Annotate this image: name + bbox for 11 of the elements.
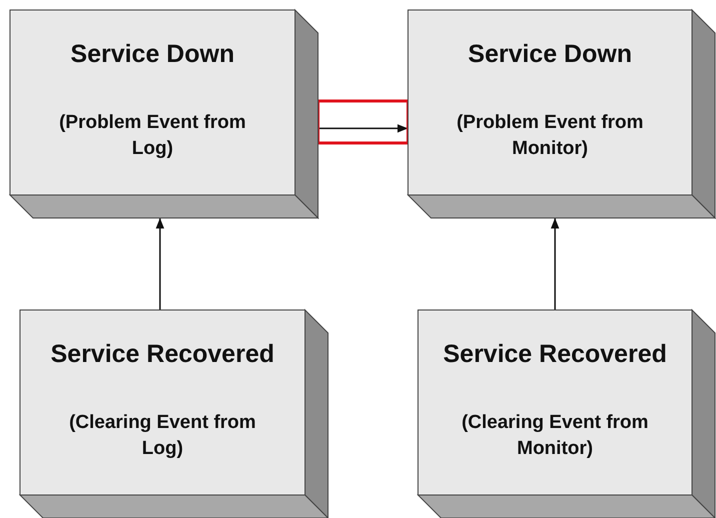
arrow xyxy=(550,218,560,310)
box-heading: Service Down xyxy=(467,40,633,69)
box-heading: Service Down xyxy=(70,40,236,69)
box-description: (Problem Event from Log) xyxy=(58,111,247,161)
box-description: (Clearing Event from Log) xyxy=(68,411,257,461)
box-description: (Problem Event from Monitor) xyxy=(456,111,644,161)
box-heading: Service Recovered xyxy=(442,340,668,369)
arrow xyxy=(318,124,408,133)
box-description: (Clearing Event from Monitor) xyxy=(460,411,650,461)
arrow xyxy=(156,218,164,310)
box-heading: Service Recovered xyxy=(50,340,276,369)
